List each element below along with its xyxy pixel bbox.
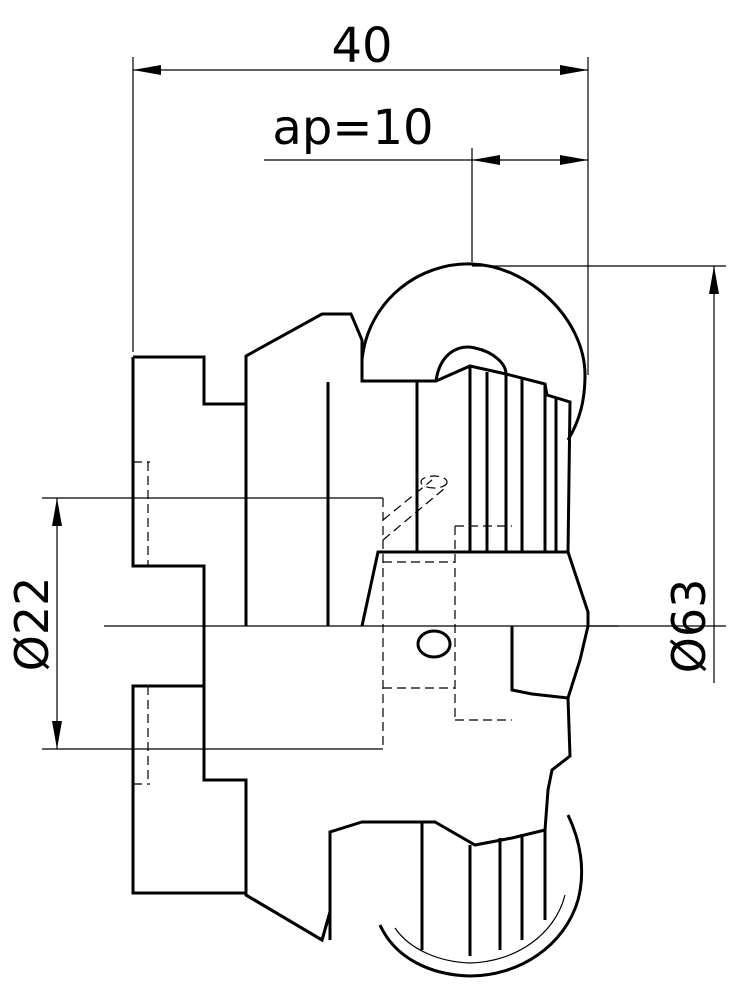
insert-lower-inner — [394, 894, 566, 964]
dimension-bore-diameter: Ø22 — [5, 497, 383, 750]
clamp-wedge — [360, 550, 590, 700]
screw-hole — [416, 629, 452, 659]
overall-length-label: 40 — [331, 18, 392, 74]
hidden-lines — [133, 461, 512, 785]
body-lower — [202, 626, 332, 943]
arrowhead-ap-left — [472, 155, 500, 165]
round-insert-upper — [360, 262, 587, 441]
arrowhead-22-top — [52, 498, 62, 526]
arrowhead-ap-right — [560, 155, 588, 165]
hidden-coolant-1 — [382, 479, 433, 521]
hidden-coolant-hole — [420, 475, 448, 489]
round-insert-lower — [378, 814, 584, 978]
arrowhead-right — [560, 65, 588, 75]
arrowhead-left — [133, 65, 161, 75]
upper-flutes — [468, 366, 558, 552]
hidden-coolant-2 — [382, 487, 446, 541]
arrowhead-63-top — [709, 266, 719, 294]
insert-upper-outline — [360, 262, 587, 441]
lower-flutes — [420, 822, 547, 956]
dimension-outer-diameter: Ø63 — [472, 265, 726, 683]
dimension-cutting-depth: ap=10 — [264, 100, 588, 262]
wedge-lower — [510, 625, 590, 700]
insert-upper-hole — [434, 345, 508, 382]
cutting-depth-label: ap=10 — [272, 100, 433, 156]
hub-left — [131, 357, 206, 686]
bore-diameter-label: Ø22 — [5, 577, 59, 672]
body-outline — [131, 312, 572, 943]
arrowhead-22-bottom — [52, 721, 62, 749]
dimension-overall-length: 40 — [132, 18, 589, 375]
cutter-body — [131, 312, 572, 956]
wedge-outline — [360, 550, 590, 627]
outer-diameter-label: Ø63 — [662, 579, 716, 674]
insert-lower-outline — [378, 814, 584, 978]
